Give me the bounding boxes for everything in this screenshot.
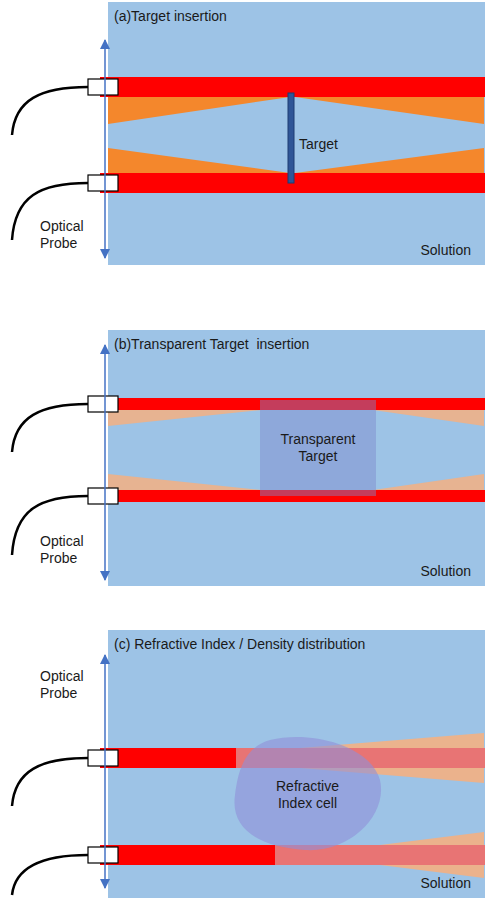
panel-region: (a)Target insertionSolution xyxy=(108,2,485,265)
laser-beam xyxy=(100,748,236,768)
optical-probe xyxy=(12,345,118,580)
panel-ground xyxy=(108,2,485,265)
panel-ground xyxy=(108,330,485,586)
medium-label: Solution xyxy=(420,875,471,892)
medium-label: Solution xyxy=(420,563,471,580)
part-label: Target xyxy=(299,136,359,153)
panel-title: (b)Transparent Target insertion xyxy=(114,336,309,353)
target-box: Transparent Target xyxy=(260,400,376,496)
panel-region: (b)Transparent Target insertionSolution T… xyxy=(108,330,485,586)
panel-title: (a)Target insertion xyxy=(114,8,227,25)
box-label: Refractive Index cell xyxy=(262,778,354,812)
optical-probe xyxy=(12,655,118,895)
cell-outline xyxy=(234,737,381,850)
panel-title: (c) Refractive Index / Density distribut… xyxy=(114,636,365,653)
box-label: Transparent Target xyxy=(268,431,368,465)
panel-region: (c) Refractive Index / Density distribut… xyxy=(108,630,485,898)
medium-label: Solution xyxy=(420,242,471,259)
laser-beam xyxy=(100,845,275,865)
optical-probe xyxy=(12,40,118,258)
refractive-cell: Refractive Index cell xyxy=(230,735,385,855)
probe-label: Optical Probe xyxy=(40,218,102,252)
beam-cones xyxy=(108,97,484,173)
probe-label: Optical Probe xyxy=(40,533,102,567)
probe-label: Optical Probe xyxy=(40,668,102,702)
target-plate xyxy=(288,93,294,183)
